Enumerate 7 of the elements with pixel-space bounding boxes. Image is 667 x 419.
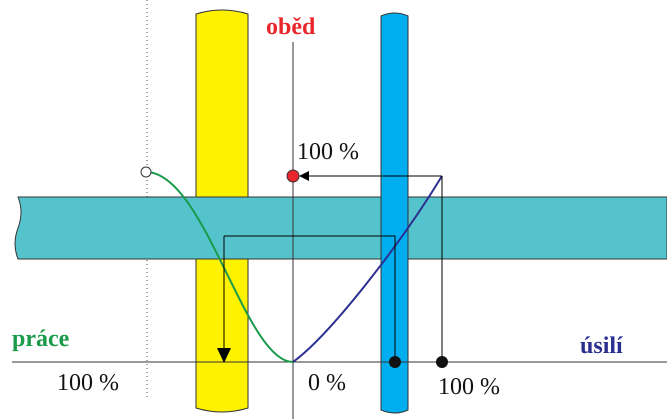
axis-label: oběd: [266, 14, 316, 40]
value-label: 100 %: [438, 374, 500, 400]
value-label: 100 %: [57, 370, 119, 396]
axis-label: práce: [12, 326, 70, 352]
value-label: 0 %: [308, 370, 346, 396]
axis-label: úsilí: [580, 333, 623, 359]
value-label: 100 %: [297, 139, 359, 165]
